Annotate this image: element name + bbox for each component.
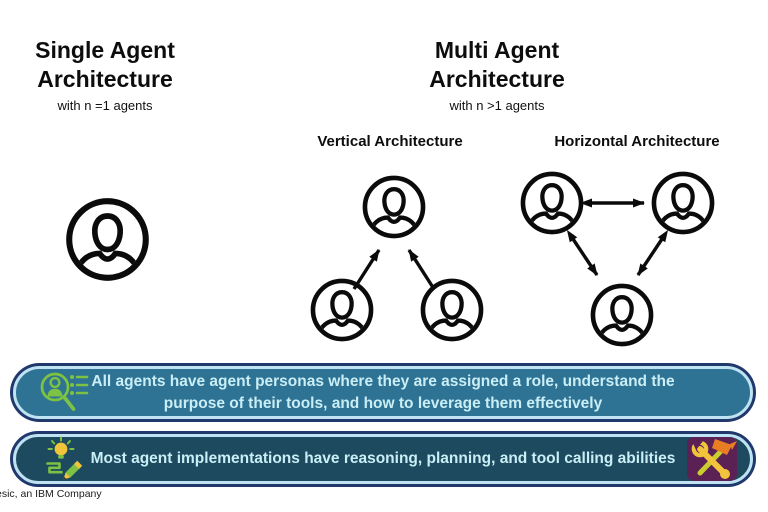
horizontal-top-left-agent-icon <box>523 174 581 233</box>
multi-agent-title-line1: Multi Agent <box>434 37 560 63</box>
vertical-architecture-diagram <box>295 160 500 355</box>
tools-icon <box>687 437 737 481</box>
agent-abilities-banner-text: Most agent implementations have reasonin… <box>90 450 676 468</box>
vertical-top-agent-icon <box>365 178 423 237</box>
company-credit-text: esic, an IBM Company <box>0 488 102 500</box>
multi-agent-heading: Multi Agent Architecture with n >1 agent… <box>397 36 597 113</box>
vertical-right-up-arrow <box>407 249 436 290</box>
multi-agent-subtitle: with n >1 agents <box>449 98 545 113</box>
single-agent-subtitle: with n =1 agents <box>57 98 153 113</box>
horizontal-bottom-agent-icon <box>593 286 651 345</box>
single-agent-title-line2: Architecture <box>37 66 173 92</box>
agent-personas-banner: All agents have agent personas where the… <box>13 366 753 419</box>
multi-agent-title-line2: Architecture <box>429 66 565 92</box>
single-agent-title-line1: Single Agent <box>35 37 175 63</box>
idea-sketch-icon <box>46 436 83 480</box>
vertical-left-up-arrow <box>352 249 381 290</box>
horizontal-left-diagonal-double-arrow <box>566 229 599 276</box>
horizontal-right-diagonal-double-arrow <box>636 229 669 276</box>
persona-search-icon <box>40 372 89 411</box>
horizontal-architecture-diagram <box>508 160 735 355</box>
vertical-bottom-left-agent-icon <box>313 281 371 340</box>
agent-personas-banner-text: All agents have agent personas where the… <box>91 373 675 412</box>
horizontal-top-right-agent-icon <box>654 174 712 233</box>
agent-abilities-banner: Most agent implementations have reasonin… <box>13 434 753 484</box>
horizontal-architecture-label: Horizontal Architecture <box>554 133 720 150</box>
single-agent-person-icon <box>64 196 151 283</box>
single-agent-heading: Single Agent Architecture with n =1 agen… <box>10 36 200 113</box>
vertical-architecture-label: Vertical Architecture <box>317 133 463 150</box>
vertical-bottom-right-agent-icon <box>423 281 481 340</box>
